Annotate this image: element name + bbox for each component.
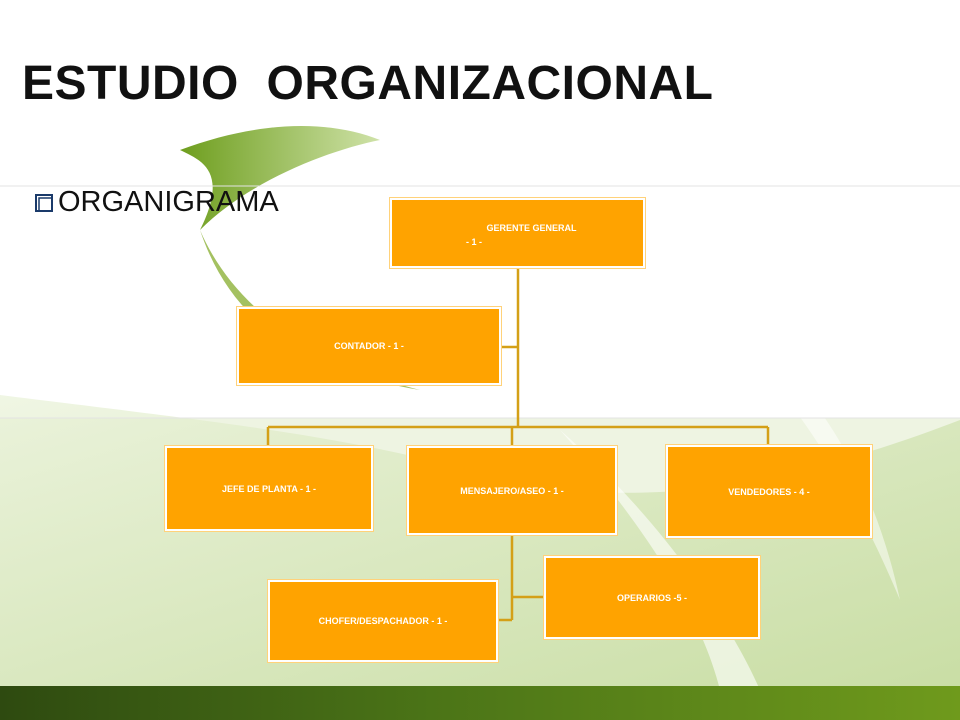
vendedores-label: VENDEDORES - 4 - (728, 486, 810, 497)
gerente-count: - 1 - (466, 237, 483, 247)
gerente-label: GERENTE GENERAL (486, 223, 577, 233)
contador-label: CONTADOR - 1 - (334, 341, 404, 351)
jefe-planta-label: JEFE DE PLANTA - 1 - (221, 483, 316, 494)
org-box-operarios: OPERARIOS -5 - (544, 556, 760, 639)
slide-title: ESTUDIO ORGANIZACIONAL (22, 57, 714, 110)
org-box-chofer-despachador: CHOFER/DESPACHADOR - 1 - (268, 580, 498, 662)
chofer-label: CHOFER/DESPACHADOR - 1 - (318, 616, 448, 626)
footer-bar (0, 686, 960, 720)
org-box-jefe-de-planta: JEFE DE PLANTA - 1 - (165, 446, 373, 531)
checkbox-bullet-icon (35, 193, 53, 212)
org-box-vendedores: VENDEDORES - 4 - (666, 445, 872, 538)
operarios-label: OPERARIOS -5 - (616, 592, 687, 603)
org-box-mensajero-aseo: MENSAJERO/ASEO - 1 - (407, 446, 617, 535)
org-box-contador: CONTADOR - 1 - (237, 307, 501, 385)
subtitle-text: ORGANIGRAMA (58, 186, 279, 218)
org-box-gerente-general: GERENTE GENERAL - 1 - (390, 198, 645, 268)
slide-subtitle: ORGANIGRAMA (34, 186, 279, 219)
mensajero-label: MENSAJERO/ASEO - 1 - (460, 485, 564, 496)
